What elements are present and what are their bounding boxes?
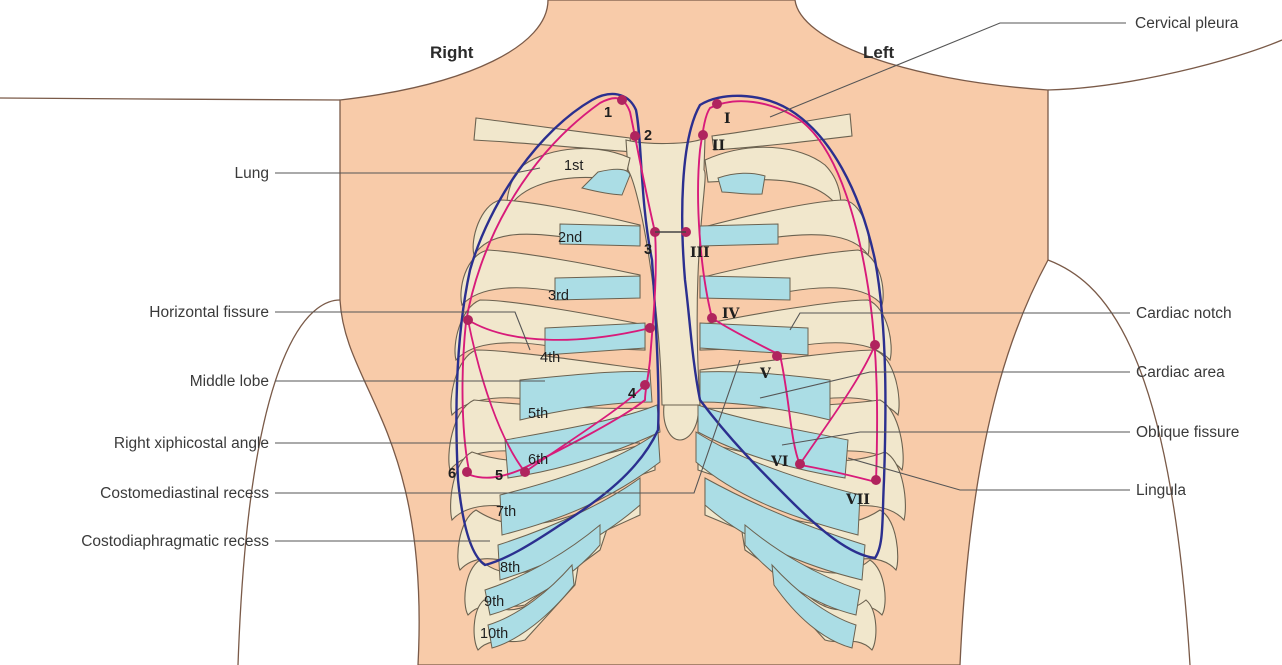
point-dot	[645, 323, 655, 333]
point-label-V: V	[759, 366, 772, 382]
point-label-5: 5	[495, 468, 503, 484]
label-horizontal-fissure: Horizontal fissure	[149, 304, 269, 321]
point-label-VI: VI	[770, 454, 788, 470]
point-dot	[698, 130, 708, 140]
label-cervical-pleura: Cervical pleura	[1135, 15, 1239, 32]
point-label-III: III	[690, 245, 710, 261]
label-middle-lobe: Middle lobe	[190, 373, 269, 390]
label-costomediastinal-recess: Costomediastinal recess	[100, 485, 269, 502]
point-dot	[871, 475, 881, 485]
rib-label-5th: 5th	[528, 406, 548, 422]
point-dot	[462, 467, 472, 477]
label-oblique-fissure: Oblique fissure	[1136, 424, 1239, 441]
labels-right: Cervical pleura Cardiac notch Cardiac ar…	[1135, 15, 1239, 499]
label-cardiac-notch: Cardiac notch	[1136, 305, 1232, 322]
left-side-label: Left	[863, 43, 895, 62]
point-dot	[707, 313, 717, 323]
label-costodiaphragmatic-recess: Costodiaphragmatic recess	[81, 533, 269, 550]
rib-label-6th: 6th	[528, 452, 548, 468]
rib-label-7th: 7th	[496, 504, 516, 520]
point-dot	[640, 380, 650, 390]
label-lung: Lung	[235, 165, 269, 182]
point-label-IV: IV	[722, 306, 741, 322]
point-label-2: 2	[644, 128, 652, 144]
point-label-I: I	[724, 111, 731, 127]
rib-label-3rd: 3rd	[548, 288, 569, 304]
point-dot	[870, 340, 880, 350]
point-dot	[630, 131, 640, 141]
right-side-label: Right	[430, 43, 474, 62]
point-label-6: 6	[448, 466, 456, 482]
label-right-xiphicostal-angle: Right xiphicostal angle	[114, 435, 269, 452]
rib-label-10th: 10th	[480, 626, 508, 642]
point-label-1: 1	[604, 105, 612, 121]
point-dot	[617, 95, 627, 105]
point-dot	[712, 99, 722, 109]
rib-label-8th: 8th	[500, 560, 520, 576]
label-lingula: Lingula	[1136, 482, 1186, 499]
label-cardiac-area: Cardiac area	[1136, 364, 1225, 381]
rib-label-4th: 4th	[540, 350, 560, 366]
point-label-II: II	[712, 138, 725, 154]
point-label-4: 4	[628, 386, 636, 402]
point-label-VII: VII	[845, 492, 870, 508]
labels-left: Lung Horizontal fissure Middle lobe Righ…	[81, 165, 269, 550]
rib-label-9th: 9th	[484, 594, 504, 610]
point-dot	[463, 315, 473, 325]
point-dot	[795, 459, 805, 469]
rib-label-1st: 1st	[564, 158, 583, 174]
point-dot	[520, 467, 530, 477]
point-label-3: 3	[644, 242, 652, 258]
rib-label-2nd: 2nd	[558, 230, 582, 246]
point-dot	[772, 351, 782, 361]
